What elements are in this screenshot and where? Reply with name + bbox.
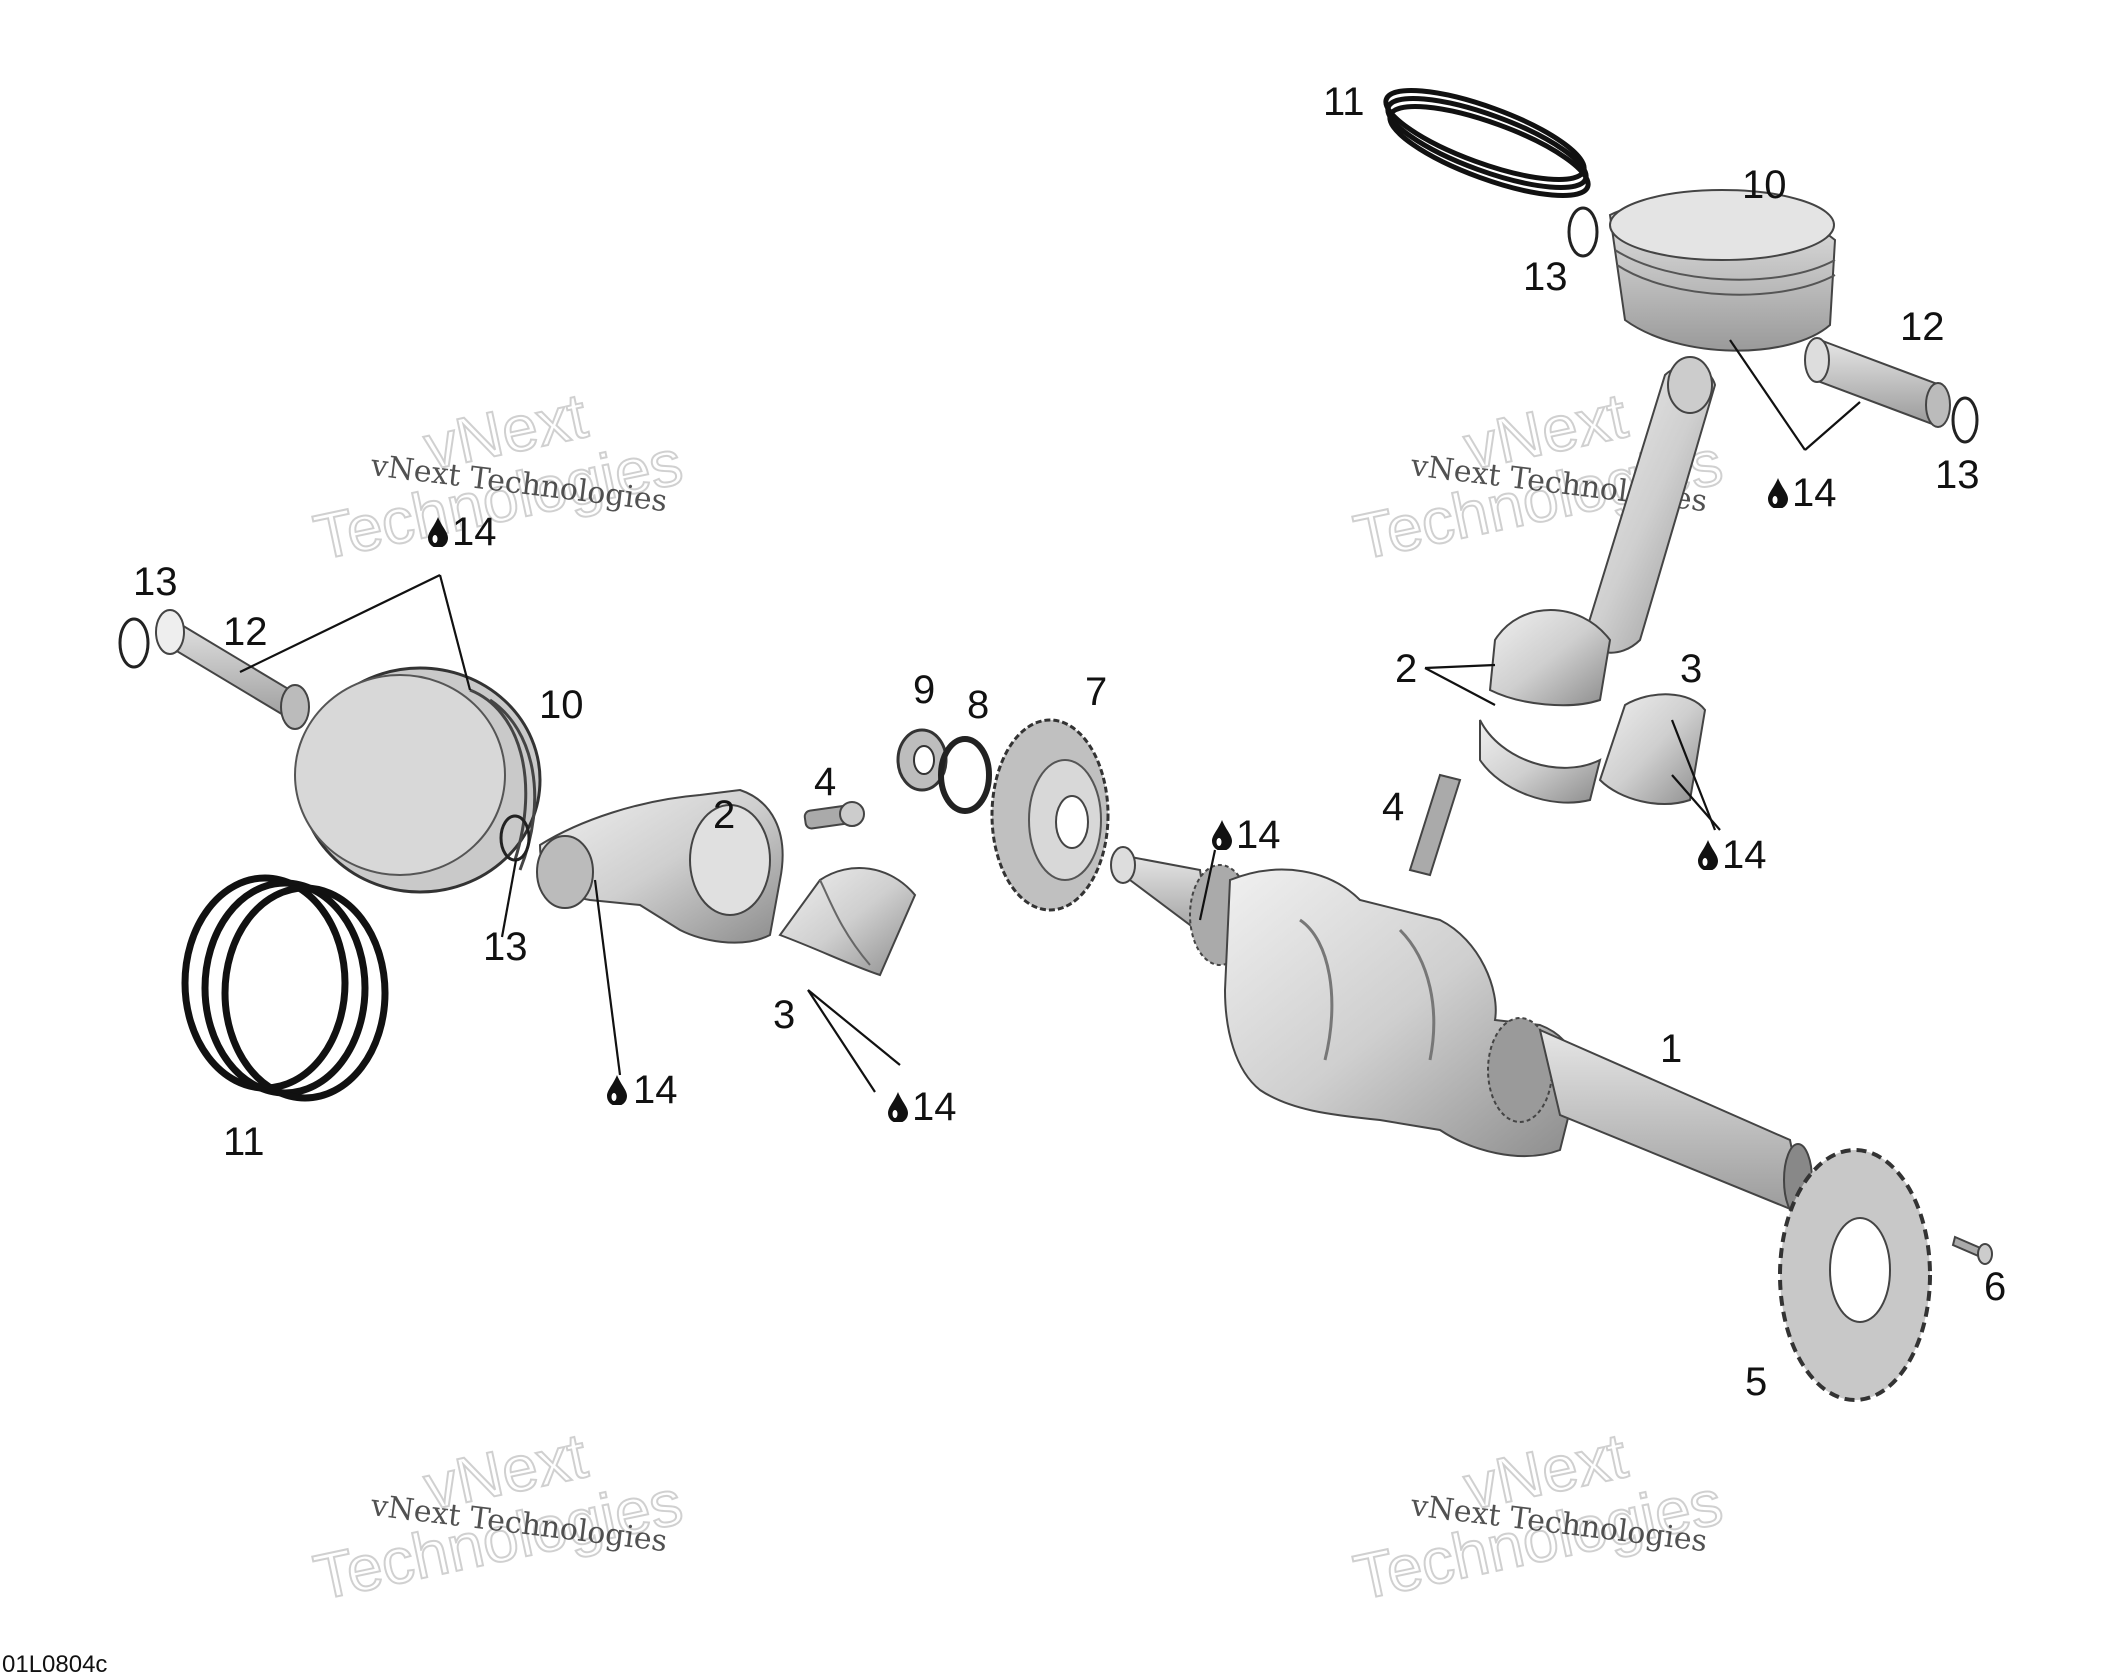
piston-left bbox=[294, 666, 542, 894]
svg-text:14: 14 bbox=[1722, 833, 1767, 877]
rod-bearing-left bbox=[778, 867, 917, 977]
callout-12-left: 12 bbox=[223, 610, 268, 654]
callout-12-right: 12 bbox=[1900, 305, 1945, 349]
circlip-left-outer bbox=[118, 617, 150, 669]
callout-2-left: 2 bbox=[713, 793, 735, 837]
callout-13-left-inner: 13 bbox=[483, 925, 528, 969]
lubricant-callout: 14 bbox=[607, 1068, 678, 1112]
callout-13-right-lower: 13 bbox=[1935, 453, 1980, 497]
lubricant-callout: 14 bbox=[1212, 813, 1281, 857]
callout-7: 7 bbox=[1085, 670, 1107, 714]
rod-bolt-right bbox=[1408, 773, 1462, 877]
drop-icon bbox=[1698, 840, 1718, 870]
connecting-rod-right bbox=[1479, 356, 1717, 804]
callout-3-right: 3 bbox=[1680, 647, 1702, 691]
rod-bolt-left bbox=[803, 801, 865, 830]
callout-13-left-outer: 13 bbox=[133, 560, 178, 604]
callout-4-left: 4 bbox=[814, 760, 836, 804]
circlip-right-lower bbox=[1951, 396, 1979, 444]
watermark-bottom-left: vNext Technologies vNext Technologies bbox=[307, 1418, 689, 1614]
rod-bearing-right bbox=[1598, 693, 1707, 805]
lubricant-callout: 14 bbox=[1698, 833, 1767, 877]
drop-icon bbox=[607, 1075, 627, 1105]
watermark-top-left: vNext Technologies vNext Technologies bbox=[307, 378, 689, 574]
callout-1: 1 bbox=[1660, 1027, 1682, 1071]
crankshaft bbox=[1110, 846, 1813, 1217]
callout-2-right: 2 bbox=[1395, 647, 1417, 691]
piston-rings-right bbox=[1383, 87, 1591, 199]
callout-10-left: 10 bbox=[539, 683, 584, 727]
circlip-right-upper bbox=[1567, 206, 1599, 258]
ring-8 bbox=[938, 736, 992, 814]
callout-3-left: 3 bbox=[773, 993, 795, 1037]
drawing-code: 01L0804c bbox=[2, 1651, 107, 1677]
callout-8: 8 bbox=[967, 683, 989, 727]
lubricant-callout: 14 bbox=[1768, 471, 1837, 515]
piston-right bbox=[1608, 189, 1837, 352]
gear-7 bbox=[990, 718, 1110, 912]
leader-lines bbox=[239, 339, 1861, 1093]
svg-text:14: 14 bbox=[912, 1085, 957, 1129]
svg-text:14: 14 bbox=[1236, 813, 1281, 857]
svg-text:14: 14 bbox=[1792, 471, 1837, 515]
svg-text:14: 14 bbox=[452, 510, 497, 554]
piston-rings-left bbox=[181, 874, 389, 1102]
lubricant-callout: 14 bbox=[888, 1085, 957, 1129]
screw-6 bbox=[1951, 1235, 1993, 1265]
drop-icon bbox=[1768, 478, 1788, 508]
trigger-wheel-5 bbox=[1778, 1148, 1932, 1402]
callout-11-left: 11 bbox=[223, 1120, 265, 1164]
callout-5: 5 bbox=[1745, 1360, 1767, 1404]
watermark-bottom-right: vNext Technologies vNext Technologies bbox=[1347, 1418, 1729, 1614]
callout-6: 6 bbox=[1984, 1265, 2006, 1309]
callout-11-right: 11 bbox=[1323, 80, 1365, 124]
piston-pin-right bbox=[1804, 337, 1951, 428]
piston-pin-left bbox=[155, 609, 310, 730]
drop-icon bbox=[1212, 820, 1232, 850]
svg-text:14: 14 bbox=[633, 1068, 678, 1112]
callout-4-right: 4 bbox=[1382, 785, 1404, 829]
drop-icon bbox=[888, 1092, 908, 1122]
callout-9: 9 bbox=[913, 668, 935, 712]
lubricant-callout: 14 bbox=[428, 510, 497, 554]
connecting-rod-left bbox=[536, 788, 784, 944]
callout-10-right: 10 bbox=[1742, 163, 1787, 207]
callout-13-right-upper: 13 bbox=[1523, 255, 1568, 299]
